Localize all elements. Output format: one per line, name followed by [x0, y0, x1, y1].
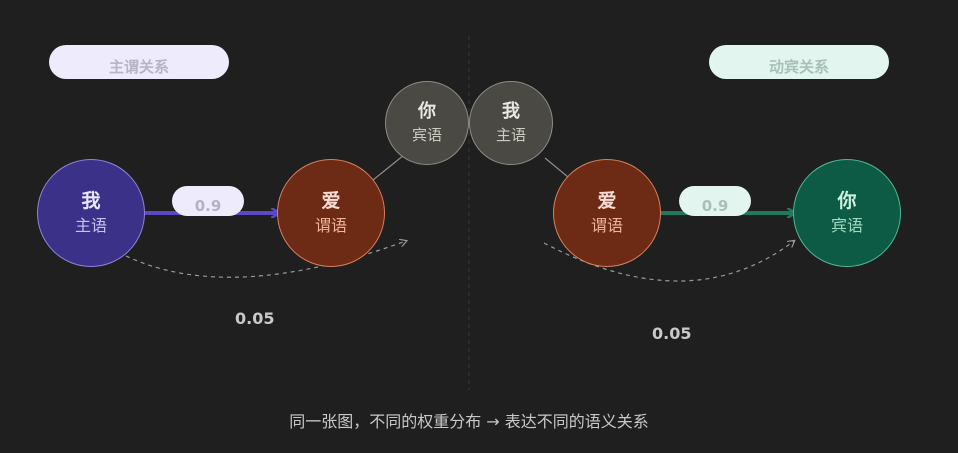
left-main-weight: 0.9	[172, 186, 244, 216]
right-object-char: 你	[837, 190, 857, 212]
left-object-node: 你 宾语	[385, 81, 469, 165]
right-subject-char: 我	[502, 101, 520, 122]
left-verb-role: 谓语	[314, 216, 347, 235]
right-subject-node: 我 主语	[469, 81, 553, 165]
left-subject-char: 我	[81, 190, 101, 212]
right-verb-node: 爱 谓语	[553, 159, 661, 267]
left-object-role: 宾语	[411, 126, 442, 144]
left-relation-title: 主谓关系	[49, 45, 229, 79]
right-object-node: 你 宾语	[793, 159, 901, 267]
left-verb-node: 爱 谓语	[277, 159, 385, 267]
left-object-link	[372, 154, 405, 181]
right-subject-role: 主语	[495, 126, 526, 144]
right-main-weight: 0.9	[679, 186, 751, 216]
left-subject-role: 主语	[74, 216, 107, 235]
left-object-char: 你	[418, 101, 436, 122]
left-minor-weight: 0.05	[235, 309, 275, 328]
right-minor-weight: 0.05	[652, 324, 692, 343]
right-verb-char: 爱	[597, 190, 617, 212]
right-verb-role: 谓语	[590, 216, 623, 235]
right-object-role: 宾语	[830, 216, 863, 235]
right-subject-link	[544, 157, 569, 178]
left-subject-node: 我 主语	[37, 159, 145, 267]
left-verb-char: 爱	[321, 190, 341, 212]
diagram-caption: 同一张图，不同的权重分布 → 表达不同的语义关系	[289, 412, 649, 431]
right-relation-title: 动宾关系	[709, 45, 889, 79]
